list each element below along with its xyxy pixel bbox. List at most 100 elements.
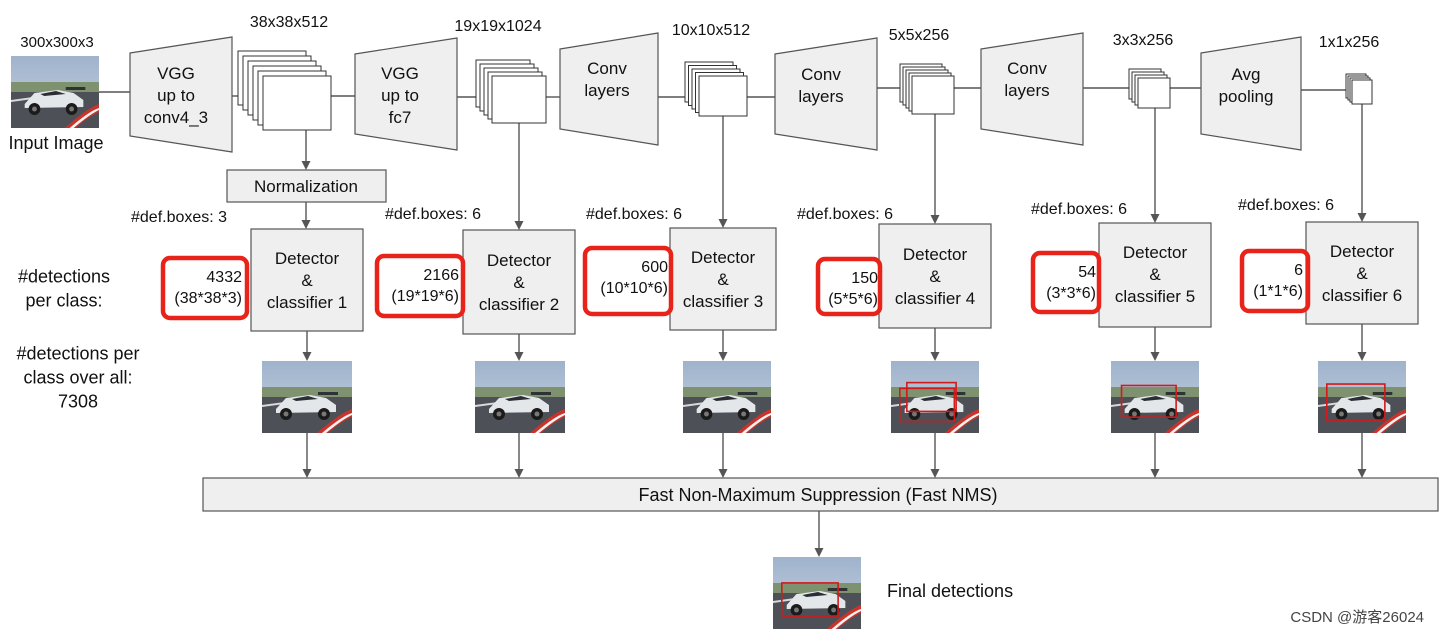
- detector-6-label-line-1: Detector: [1330, 242, 1395, 261]
- detector-3-formula: (10*10*6): [600, 280, 668, 297]
- feature-map-4-sheet-5: [911, 75, 955, 115]
- nms-label: Fast Non-Maximum Suppression (Fast NMS): [638, 485, 997, 505]
- watermark: CSDN @游客26024: [1290, 609, 1424, 626]
- detector-6-label-line-2: &: [1356, 264, 1368, 283]
- detection-thumbnail-6-image: [1318, 361, 1406, 433]
- detector-5-count: 54: [1078, 264, 1096, 281]
- backbone-stage-3: [559, 32, 659, 146]
- detections-overall-label-line-1: #detections per: [16, 343, 139, 363]
- feature-map-3: [684, 61, 748, 117]
- detections-per-class-label-line-2: per class:: [25, 290, 102, 310]
- feature-map-5-size: 3x3x256: [1113, 32, 1174, 49]
- detector-4-boxes-label: #def.boxes: 6: [797, 206, 893, 223]
- input-size-label: 300x300x3: [20, 34, 93, 51]
- detection-thumbnail-4: [891, 361, 979, 433]
- detector-5-label-line-2: &: [1149, 265, 1161, 284]
- detection-box-2: [906, 381, 957, 413]
- feature-map-5: [1128, 68, 1171, 109]
- backbone-stage-2-label-line-1: VGG: [381, 64, 419, 83]
- feature-map-2-sheet-5: [491, 75, 547, 124]
- feature-map-6-sheet-4: [1351, 79, 1373, 105]
- detector-4: [878, 223, 992, 329]
- detection-count-highlight-4: [815, 256, 883, 317]
- normalization-label: Normalization: [254, 177, 358, 196]
- backbone-stage-6: [1200, 36, 1302, 151]
- detection-thumbnail-2-image: [475, 361, 565, 433]
- backbone-stage-1-label-line-1: VGG: [157, 64, 195, 83]
- backbone-stage-4-label-line-2: layers: [798, 87, 843, 106]
- detector-5-label-line-1: Detector: [1123, 243, 1188, 262]
- feature-map-6: [1345, 73, 1373, 105]
- detections-overall-label-line-3: 7308: [58, 391, 98, 411]
- detector-3: [669, 227, 777, 331]
- input-image: [11, 56, 99, 128]
- feature-map-2: [475, 59, 547, 124]
- detector-6-formula: (1*1*6): [1253, 283, 1303, 300]
- detection-count-highlight-5: [1030, 250, 1102, 315]
- backbone-stage-2-label-line-2: up to: [381, 86, 419, 105]
- normalization-box: [226, 169, 387, 203]
- backbone-stage-5-label-line-1: Conv: [1007, 59, 1047, 78]
- detection-thumbnail-3: [683, 361, 771, 433]
- detection-thumbnail-1: [262, 361, 352, 433]
- feature-map-3-sheet-5: [698, 75, 748, 117]
- detector-3-boxes-label: #def.boxes: 6: [586, 206, 682, 223]
- backbone-stage-3-label-line-2: layers: [584, 81, 629, 100]
- feature-map-2-size: 19x19x1024: [454, 18, 541, 35]
- detector-3-label-line-1: Detector: [691, 248, 756, 267]
- detection-thumbnail-5: [1111, 361, 1199, 433]
- detection-thumbnail-5-image: [1111, 361, 1199, 433]
- detector-1-formula: (38*38*3): [174, 290, 242, 307]
- detector-1-boxes-label: #def.boxes: 3: [131, 209, 227, 226]
- detector-4-count: 150: [851, 270, 878, 287]
- input-image-caption: Input Image: [8, 133, 103, 153]
- backbone-stage-4-label-line-1: Conv: [801, 65, 841, 84]
- detection-thumbnail-1-image: [262, 361, 352, 433]
- detector-1: [250, 228, 364, 332]
- nms-box: [202, 477, 1439, 512]
- detector-2-formula: (19*19*6): [391, 288, 459, 305]
- detection-box-1: [898, 387, 956, 423]
- detection-count-highlight-3: [582, 245, 674, 317]
- detector-6-count: 6: [1294, 262, 1303, 279]
- detector-2-label-line-3: classifier 2: [479, 295, 559, 314]
- detection-box-1: [1326, 383, 1386, 421]
- detector-3-count: 600: [641, 259, 668, 276]
- backbone-stage-3-label-line-1: Conv: [587, 59, 627, 78]
- detector-5-label-line-3: classifier 5: [1115, 287, 1195, 306]
- detections-overall-label-line-2: class over all:: [23, 367, 132, 387]
- feature-map-1-sheet-6: [262, 75, 332, 131]
- feature-map-1: [237, 50, 332, 131]
- feature-map-1-size: 38x38x512: [250, 14, 328, 31]
- feature-map-4-size: 5x5x256: [889, 27, 950, 44]
- detections-per-class-label-line-1: #detections: [18, 266, 110, 286]
- detector-2-count: 2166: [423, 267, 459, 284]
- detector-2: [462, 229, 576, 335]
- detection-box-1: [780, 582, 839, 617]
- detector-4-formula: (5*5*6): [828, 291, 878, 308]
- detector-5-formula: (3*3*6): [1046, 285, 1096, 302]
- detector-3-label-line-3: classifier 3: [683, 292, 763, 311]
- detection-count-highlight-1: [160, 255, 250, 321]
- detector-1-label-line-1: Detector: [275, 249, 340, 268]
- detector-5-boxes-label: #def.boxes: 6: [1031, 201, 1127, 218]
- detection-thumbnail-2: [475, 361, 565, 433]
- detector-2-label-line-2: &: [513, 273, 525, 292]
- backbone-stage-1-label-line-2: up to: [157, 86, 195, 105]
- detector-2-label-line-1: Detector: [487, 251, 552, 270]
- detection-thumbnail-6: [1318, 361, 1406, 433]
- backbone-stage-1-label-line-3: conv4_3: [144, 108, 208, 127]
- detector-1-label-line-2: &: [301, 271, 313, 290]
- backbone-stage-5: [980, 32, 1084, 146]
- detector-4-label-line-1: Detector: [903, 245, 968, 264]
- detector-6-boxes-label: #def.boxes: 6: [1238, 197, 1334, 214]
- backbone-stage-5-label-line-2: layers: [1004, 81, 1049, 100]
- detection-box-1: [1120, 384, 1177, 418]
- feature-map-4: [899, 63, 955, 115]
- detector-4-label-line-3: classifier 4: [895, 289, 975, 308]
- backbone-stage-1: [129, 36, 233, 153]
- detection-count-highlight-2: [374, 253, 466, 319]
- detection-thumbnail-3-image: [683, 361, 771, 433]
- final-detection-image: [773, 557, 861, 629]
